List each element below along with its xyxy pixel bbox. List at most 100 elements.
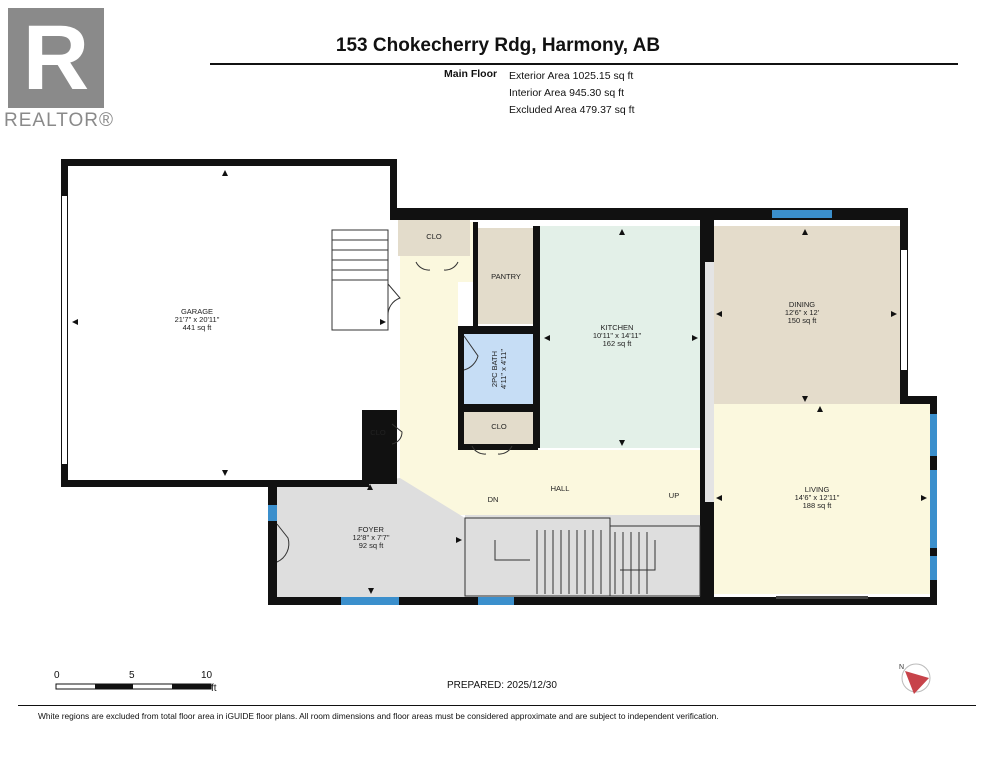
garage-side-window [62, 196, 67, 464]
compass-north-label: N [899, 664, 904, 671]
stair-path [620, 540, 656, 571]
stair-path [494, 540, 530, 561]
dimension-arrow [544, 335, 550, 341]
wall [268, 597, 937, 605]
window-gaps [62, 196, 907, 599]
dining-area: 150 sq ft [788, 316, 818, 325]
wall [473, 222, 478, 326]
dining-dimensions: 12'6" x 12' [785, 308, 820, 317]
compass: N [899, 663, 931, 694]
kitchen-area: 162 sq ft [603, 339, 633, 348]
kitchen-dimensions: 10'11" x 14'11" [593, 331, 642, 340]
dimension-arrow [456, 537, 462, 543]
kitchen-fill [540, 226, 700, 448]
door-swing [276, 523, 290, 563]
foyer-area: 92 sq ft [359, 541, 385, 550]
door-swing [463, 335, 479, 371]
window [930, 556, 937, 580]
scale-mark-5: 5 [129, 670, 135, 681]
dimension-arrow [692, 335, 698, 341]
garage-label: GARAGE [181, 307, 213, 316]
window [930, 470, 937, 548]
pantry-label: PANTRY [491, 272, 521, 281]
garage-stairs [331, 229, 389, 331]
bath-dimensions: 4'11" x 4'11" [499, 349, 508, 389]
wall [900, 396, 937, 404]
dimension-arrow [891, 311, 897, 317]
wall [390, 159, 397, 215]
living-fill [714, 404, 930, 594]
foyer-label: FOYER [358, 525, 384, 534]
windows [268, 210, 937, 605]
hall-label: HALL [551, 484, 570, 493]
dimension-arrow [921, 495, 927, 501]
dimension-arrow [802, 229, 808, 235]
living-dimensions: 14'6" x 12'11" [795, 493, 840, 502]
title-divider [210, 63, 958, 65]
dimension-arrow [367, 484, 373, 490]
kitchen-label: KITCHEN [601, 323, 634, 332]
dimension-arrow [222, 470, 228, 476]
closet-garage-label: CLO [370, 428, 386, 437]
floor-label: Main Floor [444, 68, 498, 80]
wall-opening [705, 262, 714, 502]
dimension-arrow [716, 311, 722, 317]
dining-side-window [901, 250, 907, 370]
scale-bar-segment [95, 684, 133, 689]
exterior-area: Exterior Area 1025.15 sq ft [509, 70, 634, 82]
window [930, 414, 937, 456]
door-swing [387, 283, 401, 317]
excluded-area: Excluded Area 479.37 sq ft [509, 104, 635, 116]
window [772, 210, 832, 218]
wall [61, 159, 397, 166]
stairs-down-label: DN [488, 495, 499, 504]
dining-label: DINING [789, 300, 815, 309]
page-title: 153 Chokecherry Rdg, Harmony, AB [335, 35, 661, 56]
door-swing [471, 445, 513, 455]
closet-top-fill [398, 220, 470, 256]
window [341, 597, 399, 605]
garage-dimensions: 21'7" x 20'11" [175, 315, 220, 324]
disclaimer: White regions are excluded from total fl… [38, 711, 719, 721]
dimension-arrow [619, 229, 625, 235]
bath-label-group: 2PC BATH 4'11" x 4'11" [490, 349, 508, 389]
stair-fill [465, 515, 710, 597]
wall [362, 410, 397, 484]
dimension-arrow [817, 406, 823, 412]
realtor-logo-letter: R [22, 7, 90, 109]
garage-area: 441 sq ft [183, 323, 213, 332]
closet-top-label: CLO [426, 232, 442, 241]
pantry-fill [477, 228, 537, 324]
wall [458, 404, 538, 412]
living-area: 188 sq ft [803, 501, 833, 510]
dimension-markers [72, 170, 927, 594]
dimension-arrow [72, 319, 78, 325]
dimension-arrow [368, 588, 374, 594]
footer-divider [18, 705, 976, 706]
foyer-fill [277, 478, 465, 597]
door-swing [391, 423, 403, 445]
wall [700, 515, 714, 605]
wall [61, 480, 369, 487]
scale-bar [55, 683, 212, 690]
wall [458, 326, 538, 334]
door-swing [415, 261, 459, 271]
dimension-arrow [716, 495, 722, 501]
wall [533, 226, 540, 448]
dimension-arrow [802, 396, 808, 402]
main-stairs [464, 517, 701, 597]
wall [268, 482, 277, 605]
closet-hall-fill [463, 412, 535, 444]
closet-hall-label: CLO [491, 422, 507, 431]
scale-mark-10: 10 [201, 670, 213, 681]
dimension-arrow [222, 170, 228, 176]
dining-fill [714, 226, 900, 404]
bath-label: 2PC BATH [490, 351, 499, 387]
stair-outline [609, 525, 701, 597]
dimension-arrow [619, 440, 625, 446]
foyer-dimensions: 12'8" x 7'7" [353, 533, 390, 542]
stairs-up-label: UP [669, 491, 679, 500]
bath-fill [463, 334, 533, 404]
realtor-logo: R [8, 8, 104, 108]
